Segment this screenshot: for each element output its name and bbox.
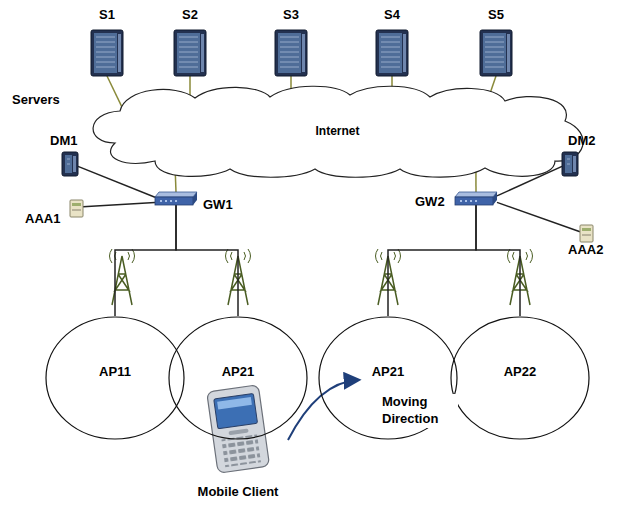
dm-icon: DM1 — [62, 152, 78, 176]
ap-coverage: AP11 — [45, 316, 185, 440]
antenna-tower — [110, 249, 135, 305]
network-link — [497, 202, 580, 231]
server-shape — [174, 30, 206, 76]
node-label: AP22 — [504, 365, 537, 380]
node-label: S4 — [384, 8, 416, 23]
gateway-router: GW1 — [155, 192, 197, 205]
node-label: AAA1 — [25, 212, 38, 227]
network-link — [388, 205, 476, 316]
server-icon: S3 — [275, 30, 307, 76]
server-shape — [275, 30, 307, 76]
ap-coverage: AP21 — [168, 316, 308, 440]
node-label: GW2 — [415, 195, 457, 210]
router-shape — [455, 192, 497, 205]
network-link — [83, 202, 155, 206]
server-shape — [376, 30, 408, 76]
network-link — [78, 166, 155, 197]
dm-shape — [62, 152, 78, 176]
node-label: DM1 — [50, 134, 66, 149]
node-label: S1 — [99, 8, 131, 23]
server-icon: S5 — [480, 30, 512, 76]
node-label: AP21 — [222, 365, 255, 380]
server-shape — [480, 30, 512, 76]
node-label: AP21 — [372, 365, 405, 380]
aaa-icon: AAA1 — [70, 200, 83, 217]
network-link — [476, 205, 520, 316]
server-icon: S2 — [174, 30, 206, 76]
server-icon: S1 — [91, 30, 123, 76]
antenna-towers — [110, 249, 533, 305]
moving-direction-arrow — [288, 380, 358, 440]
node-label: DM2 — [568, 134, 584, 149]
server-shape — [91, 30, 123, 76]
aaa-icon: AAA2 — [580, 225, 593, 242]
node-label: AP11 — [99, 365, 131, 380]
node-label: AAA2 — [568, 243, 581, 258]
node-label: GW1 — [203, 198, 245, 213]
node-label: S2 — [182, 8, 214, 23]
gateway-router: GW2 — [455, 192, 497, 205]
aaa-shape — [580, 225, 593, 242]
server-icon: S4 — [376, 30, 408, 76]
ap-coverage: AP22 — [450, 316, 590, 440]
mobile-phone — [207, 385, 270, 473]
group-label: Servers — [12, 92, 60, 109]
internet-cloud: Internet — [85, 83, 590, 180]
network-link — [176, 205, 238, 316]
motion-label: Moving Direction — [380, 394, 458, 428]
node-label: S3 — [283, 8, 315, 23]
router-shape — [155, 192, 197, 205]
network-link — [115, 205, 176, 316]
node-label: S5 — [488, 8, 520, 23]
dm-icon: DM2 — [562, 152, 578, 176]
device-label: Mobile Client — [198, 484, 279, 501]
node-label: Internet — [315, 125, 359, 139]
aaa-shape — [70, 200, 83, 217]
dm-shape — [562, 152, 578, 176]
